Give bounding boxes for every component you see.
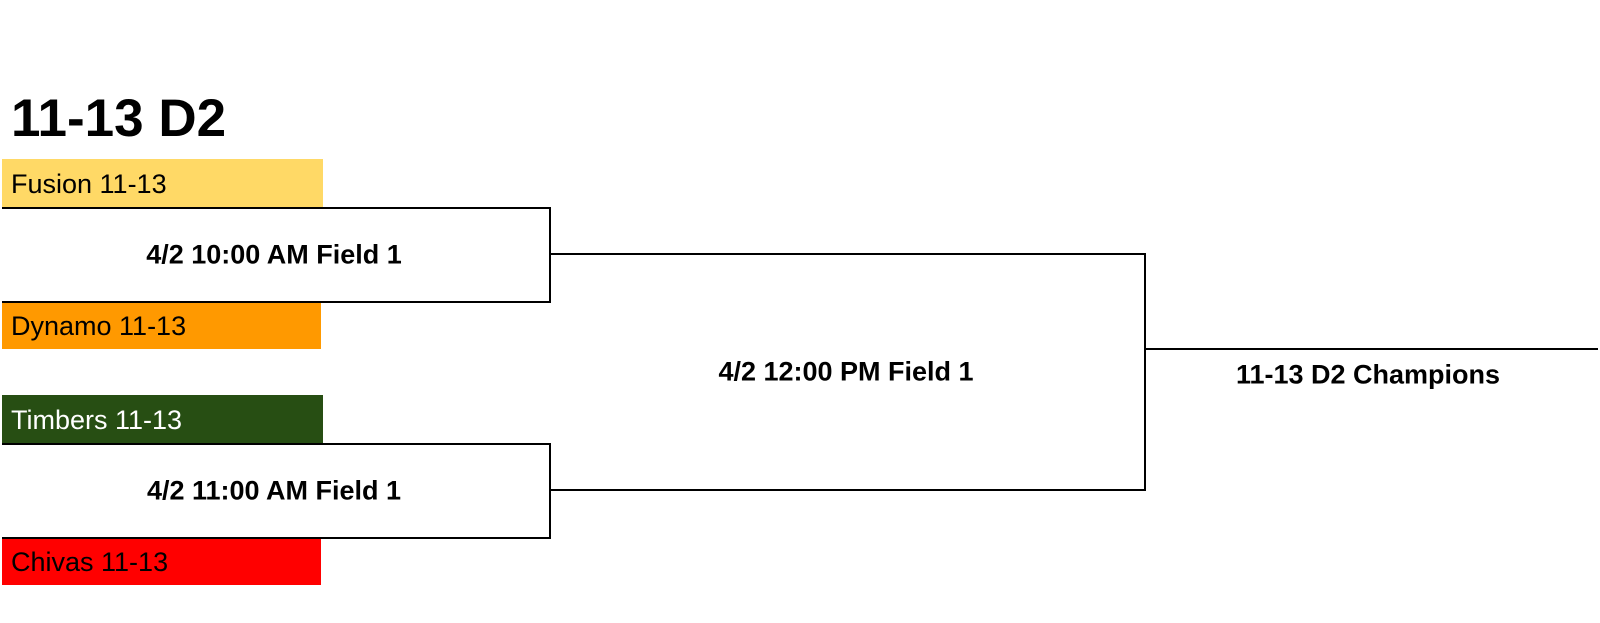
semifinal-1-label: 4/2 10:00 AM Field 1 bbox=[146, 239, 402, 270]
champion-line bbox=[1144, 348, 1598, 350]
team-box-fusion: Fusion 11-13 bbox=[2, 159, 323, 207]
semifinal-1-top-line bbox=[2, 207, 551, 209]
team-box-chivas: Chivas 11-13 bbox=[2, 537, 321, 585]
final-label: 4/2 12:00 PM Field 1 bbox=[718, 356, 974, 387]
semifinal-2-bottom-line bbox=[2, 537, 551, 539]
final-bottom-line bbox=[549, 489, 1146, 491]
semifinal-2-top-line bbox=[2, 443, 551, 445]
semifinal-2-label: 4/2 11:00 AM Field 1 bbox=[146, 475, 402, 506]
final-top-line bbox=[549, 253, 1146, 255]
team-box-timbers: Timbers 11-13 bbox=[2, 395, 323, 443]
semifinal-1-vertical-line bbox=[549, 207, 551, 303]
bracket-title: 11-13 D2 bbox=[11, 89, 227, 148]
champion-label: 11-13 D2 Champions bbox=[1235, 359, 1501, 390]
semifinal-2-vertical-line bbox=[549, 443, 551, 539]
semifinal-1-bottom-line bbox=[2, 301, 551, 303]
final-vertical-line bbox=[1144, 253, 1146, 491]
team-box-dynamo: Dynamo 11-13 bbox=[2, 301, 321, 349]
